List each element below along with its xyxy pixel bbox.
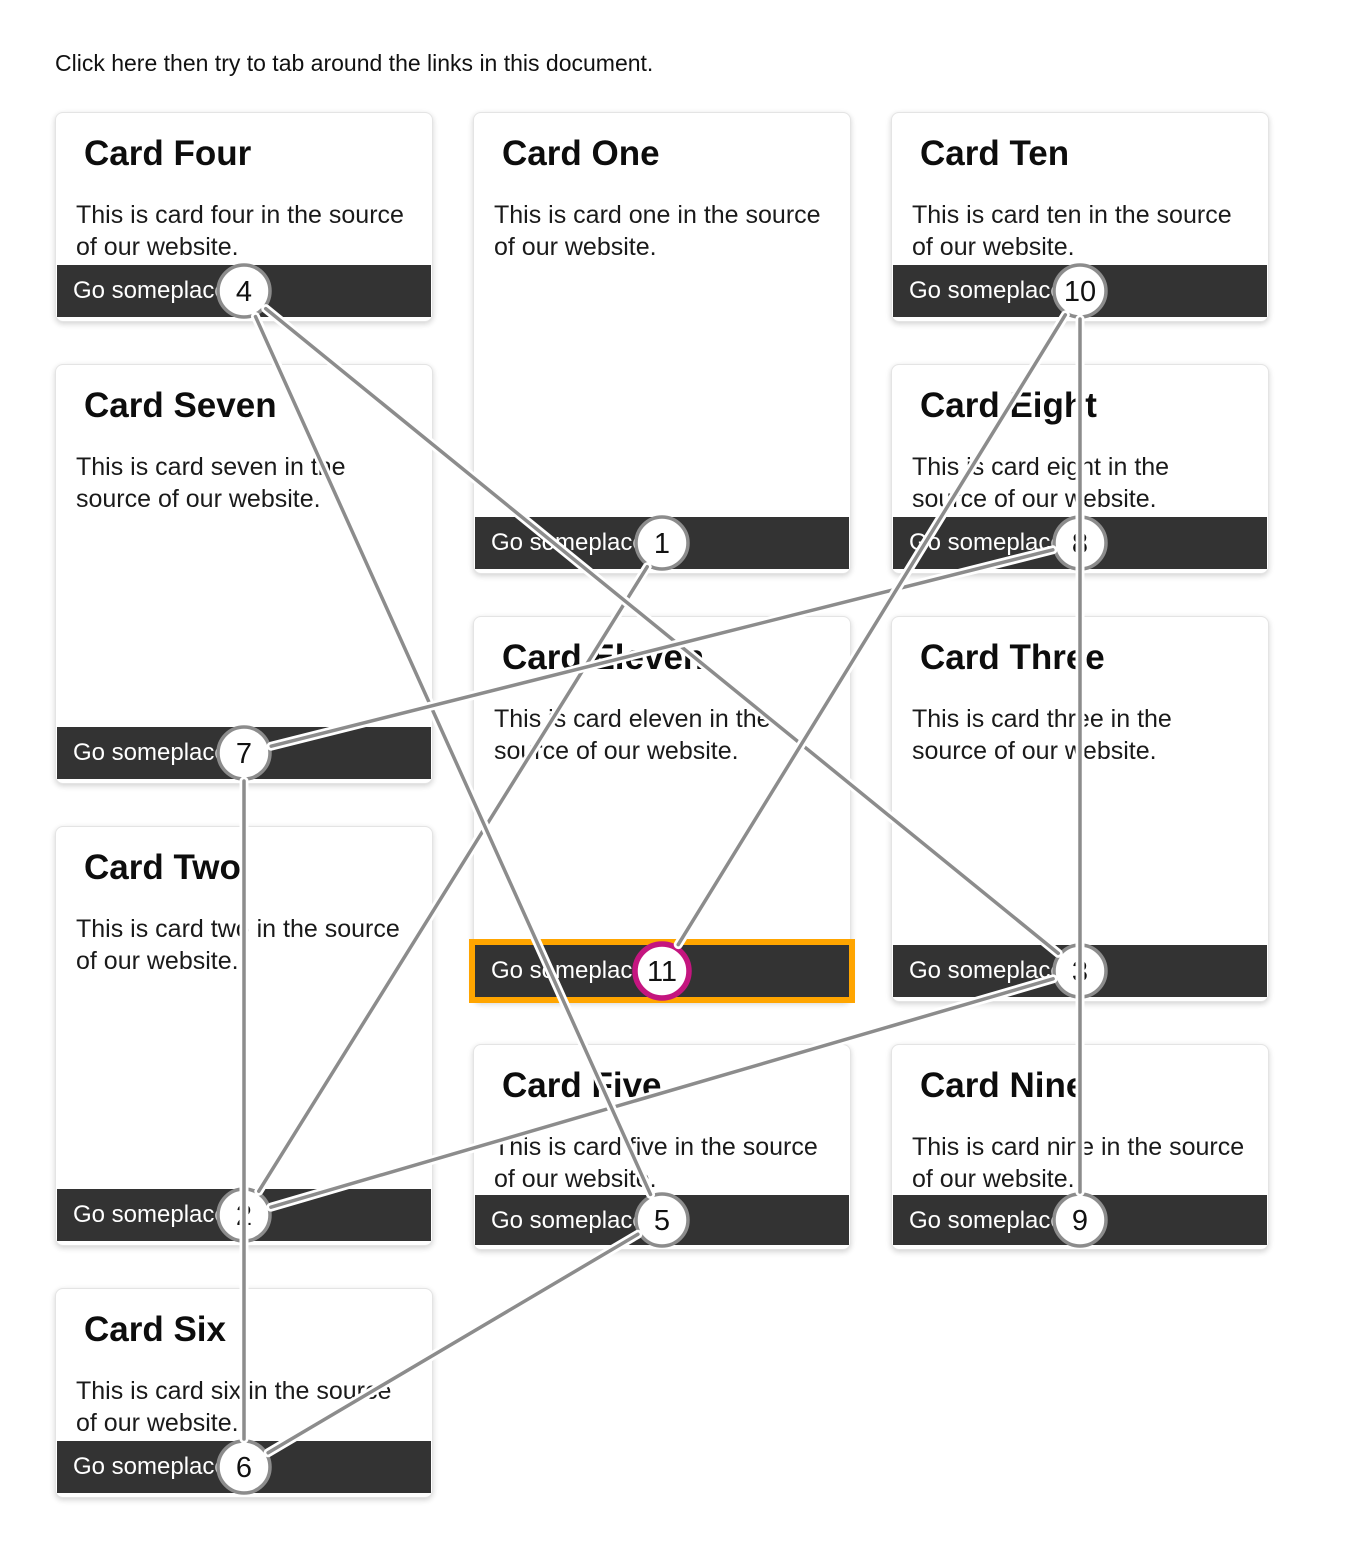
card-description: This is card two in the source of our we… (76, 915, 400, 975)
go-someplace-link[interactable]: Go someplace (893, 517, 1267, 569)
card-body: Card One This is card one in the source … (474, 113, 850, 517)
card-six: Card Six This is card six in the source … (55, 1288, 433, 1498)
go-someplace-link[interactable]: Go someplace (475, 517, 849, 569)
card-title: Card Ten (920, 134, 1070, 173)
card-title: Card One (502, 134, 660, 173)
card-two: Card Two This is card two in the source … (55, 826, 433, 1246)
card-body: Card Eight This is card eight in the sou… (892, 365, 1268, 517)
card-title: Card Eight (920, 386, 1097, 425)
card-description: This is card seven in the source of our … (76, 453, 346, 513)
card-title: Card Six (84, 1310, 226, 1349)
card-body: Card Six This is card six in the source … (56, 1289, 432, 1441)
go-someplace-link[interactable]: Go someplace (893, 1195, 1267, 1245)
card-body: Card Three This is card three in the sou… (892, 617, 1268, 945)
card-body: Card Ten This is card ten in the source … (892, 113, 1268, 265)
column-2: Card One This is card one in the source … (469, 112, 855, 1250)
card-description: This is card nine in the source of our w… (912, 1133, 1245, 1193)
card-description: This is card six in the source of our we… (76, 1377, 392, 1437)
go-someplace-link[interactable]: Go someplace (57, 265, 431, 317)
card-seven: Card Seven This is card seven in the sou… (55, 364, 433, 784)
card-title: Card Four (84, 134, 252, 173)
card-title: Card Three (920, 638, 1105, 677)
card-description: This is card five in the source of our w… (494, 1133, 818, 1193)
card-title: Card Seven (84, 386, 277, 425)
card-description: This is card three in the source of our … (912, 705, 1172, 765)
card-description: This is card four in the source of our w… (76, 201, 404, 261)
go-someplace-link[interactable]: Go someplace (57, 1189, 431, 1241)
go-someplace-link[interactable]: Go someplace (475, 1195, 849, 1245)
card-body: Card Five This is card five in the sourc… (474, 1045, 850, 1195)
card-four: Card Four This is card four in the sourc… (55, 112, 433, 322)
card-title: Card Eleven (502, 638, 705, 677)
card-body: Card Seven This is card seven in the sou… (56, 365, 432, 727)
go-someplace-link-focused[interactable]: Go someplace (469, 939, 855, 1003)
go-someplace-link[interactable]: Go someplace (57, 1441, 431, 1493)
card-eleven: Card Eleven This is card eleven in the s… (469, 616, 855, 1003)
card-grid: Card Four This is card four in the sourc… (55, 112, 1269, 1498)
go-someplace-link[interactable]: Go someplace (893, 265, 1267, 317)
card-one: Card One This is card one in the source … (473, 112, 851, 574)
card-title: Card Five (502, 1066, 662, 1105)
card-description: This is card eight in the source of our … (912, 453, 1170, 513)
card-title: Card Two (84, 848, 241, 887)
card-body: Card Two This is card two in the source … (56, 827, 432, 1189)
column-1: Card Four This is card four in the sourc… (55, 112, 433, 1498)
card-description: This is card ten in the source of our we… (912, 201, 1232, 261)
card-three: Card Three This is card three in the sou… (891, 616, 1269, 1002)
card-five: Card Five This is card five in the sourc… (473, 1044, 851, 1250)
card-description: This is card one in the source of our we… (494, 201, 821, 261)
card-body: Card Four This is card four in the sourc… (56, 113, 432, 265)
instruction-text: Click here then try to tab around the li… (55, 50, 654, 76)
card-eight: Card Eight This is card eight in the sou… (891, 364, 1269, 574)
card-body: Card Eleven This is card eleven in the s… (474, 617, 850, 945)
card-ten: Card Ten This is card ten in the source … (891, 112, 1269, 322)
go-someplace-link[interactable]: Go someplace (893, 945, 1267, 997)
go-someplace-link[interactable]: Go someplace (57, 727, 431, 779)
column-3: Card Ten This is card ten in the source … (891, 112, 1269, 1250)
card-body: Card Nine This is card nine in the sourc… (892, 1045, 1268, 1195)
card-title: Card Nine (920, 1066, 1086, 1105)
card-description: This is card eleven in the source of our… (494, 705, 771, 765)
card-nine: Card Nine This is card nine in the sourc… (891, 1044, 1269, 1250)
